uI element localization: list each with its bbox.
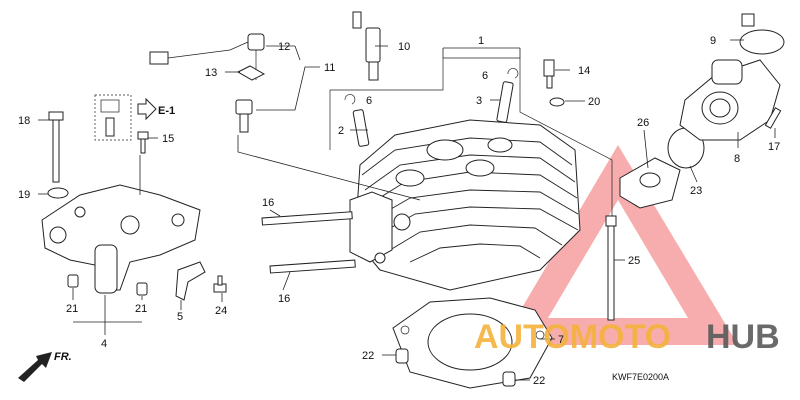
callout-15: 15 bbox=[162, 133, 174, 145]
callout-19: 19 bbox=[18, 189, 30, 201]
small-bolt bbox=[137, 131, 149, 154]
callout-5: 5 bbox=[177, 311, 183, 323]
callout-21a: 21 bbox=[66, 303, 78, 315]
drawing-code: KWF7E0200A bbox=[612, 372, 669, 382]
reference-box bbox=[94, 94, 157, 141]
head-gasket bbox=[392, 297, 553, 389]
watermark-text-hub: HUB bbox=[706, 318, 780, 356]
callout-9: 9 bbox=[710, 35, 716, 47]
callout-25: 25 bbox=[628, 255, 640, 267]
front-arrow-icon bbox=[18, 352, 52, 382]
callout-6b: 6 bbox=[482, 70, 488, 82]
callout-6a: 6 bbox=[366, 95, 372, 107]
callout-16a: 16 bbox=[262, 197, 274, 209]
callout-13: 13 bbox=[205, 67, 217, 79]
watermark-triangle-icon bbox=[500, 145, 738, 345]
long-stud bbox=[607, 224, 615, 321]
stud-bolt bbox=[261, 211, 353, 226]
spark-plug bbox=[352, 11, 381, 81]
arrow-right-icon bbox=[137, 97, 157, 121]
callout-4: 4 bbox=[101, 338, 107, 350]
callout-10: 10 bbox=[398, 41, 410, 53]
callout-22a: 22 bbox=[362, 350, 374, 362]
sensor-wire bbox=[149, 33, 266, 81]
valve-guide-exhaust bbox=[496, 81, 514, 123]
callout-20: 20 bbox=[588, 96, 600, 108]
watermark-text-automoto: AUTOMOTO bbox=[474, 318, 671, 356]
callout-16b: 16 bbox=[278, 293, 290, 305]
callout-26: 26 bbox=[637, 117, 649, 129]
callout-23: 23 bbox=[690, 185, 702, 197]
callout-21b: 21 bbox=[135, 303, 147, 315]
rocker-arm-holder bbox=[41, 184, 201, 296]
watermark-logo bbox=[500, 145, 738, 345]
callout-22b: 22 bbox=[533, 375, 545, 387]
callouts: 1 2 3 4 5 6 6 7 8 9 10 11 12 13 14 15 16… bbox=[18, 35, 780, 387]
mounting-bolt bbox=[764, 107, 782, 129]
stud-bolt bbox=[269, 259, 356, 274]
callout-7: 7 bbox=[558, 334, 564, 346]
callout-11: 11 bbox=[324, 62, 335, 74]
sealing-washer bbox=[47, 187, 69, 199]
sealing-washer bbox=[549, 97, 565, 107]
callout-3: 3 bbox=[476, 95, 482, 107]
cylinder-head bbox=[349, 119, 581, 291]
callout-2: 2 bbox=[338, 125, 344, 137]
callout-1: 1 bbox=[478, 35, 484, 47]
leader-lines bbox=[38, 39, 776, 381]
bracket bbox=[175, 261, 206, 301]
front-label: FR. bbox=[54, 351, 72, 363]
front-arrow bbox=[18, 352, 52, 382]
hose-clamp bbox=[739, 13, 785, 55]
callout-24: 24 bbox=[215, 305, 227, 317]
flange-bolt bbox=[213, 275, 227, 293]
long-bolt bbox=[48, 111, 64, 183]
watermark-text: AUTOMOTO HUB bbox=[474, 318, 780, 356]
callout-12: 12 bbox=[278, 41, 290, 53]
callout-14: 14 bbox=[578, 65, 590, 77]
sensor-14 bbox=[543, 59, 555, 89]
callout-17: 17 bbox=[768, 141, 780, 153]
callout-18: 18 bbox=[18, 115, 30, 127]
callout-8: 8 bbox=[734, 153, 740, 165]
dowel-pins bbox=[395, 348, 516, 387]
guide-clip bbox=[344, 94, 356, 105]
guide-clip bbox=[507, 68, 519, 79]
temperature-sensor bbox=[235, 99, 253, 133]
valve-guide-intake bbox=[352, 109, 370, 147]
intake-pipe bbox=[679, 59, 781, 141]
reference-label: E-1 bbox=[158, 105, 175, 117]
